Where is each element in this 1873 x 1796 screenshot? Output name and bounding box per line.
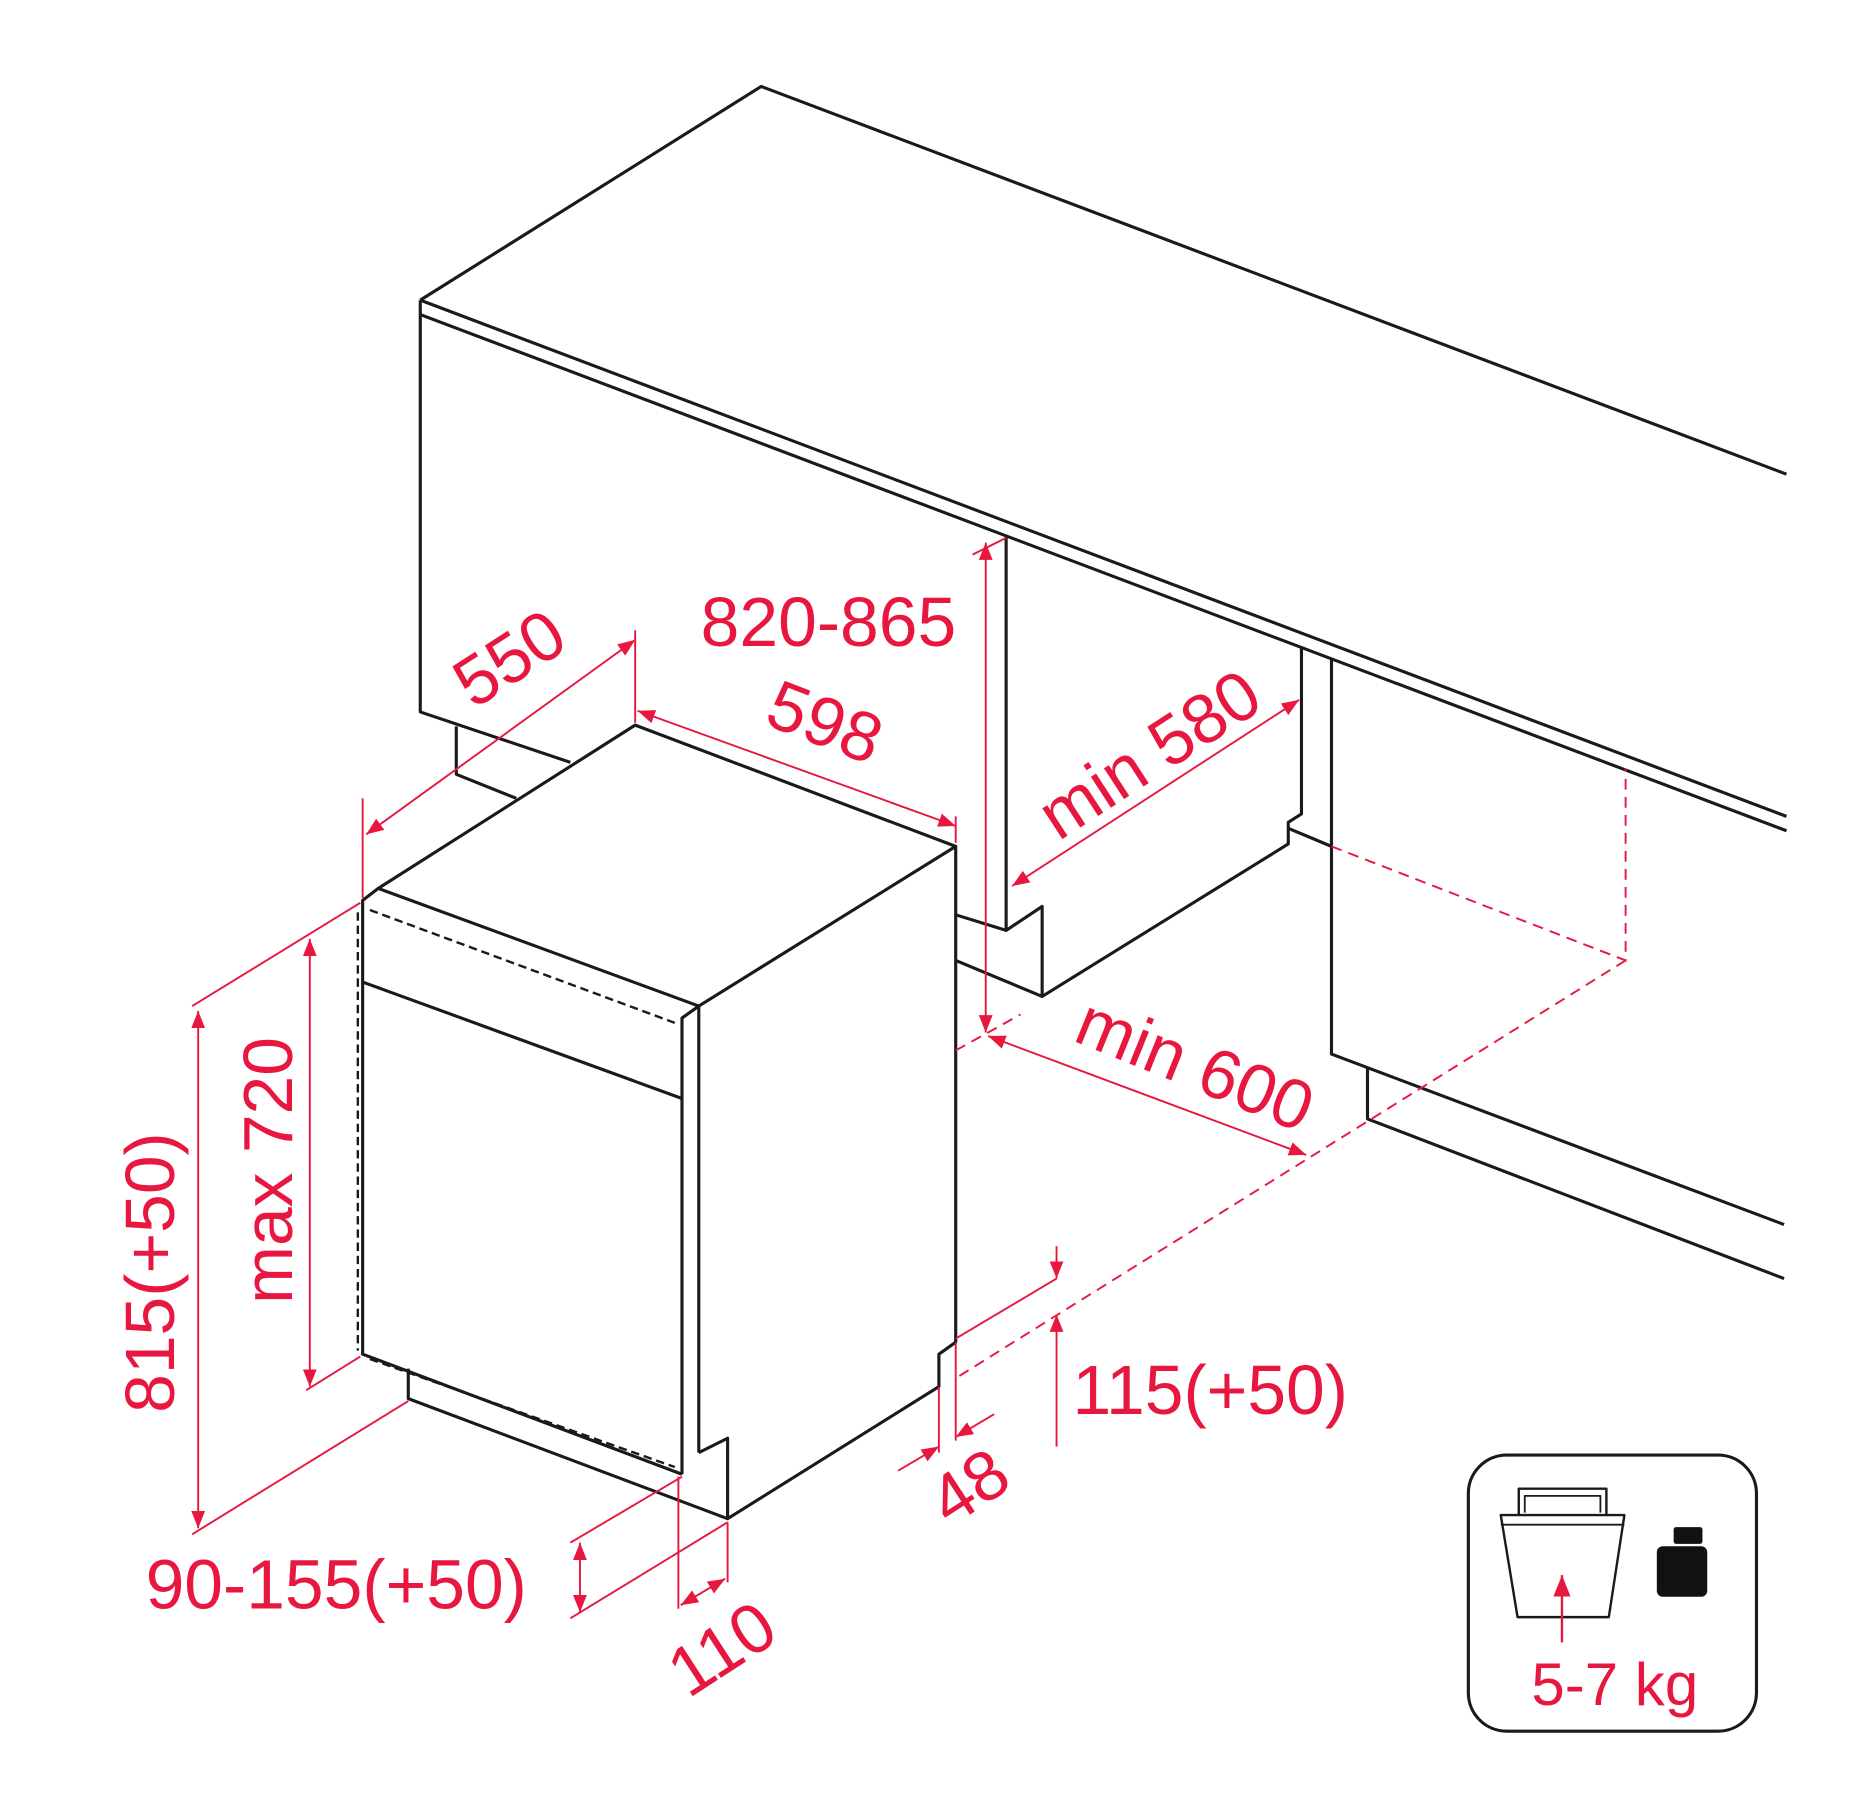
dishwasher — [356, 723, 958, 1521]
dim-115: 115(+50) — [1072, 1351, 1347, 1429]
dim-550: 550 — [439, 594, 579, 723]
countertop — [418, 84, 1788, 833]
weight-icon — [1656, 1527, 1708, 1597]
dim-815: 815(+50) — [111, 1132, 189, 1413]
dim-min-600: min 600 — [1066, 982, 1325, 1147]
niche-outline — [955, 768, 1627, 1380]
dim-820-865: 820-865 — [701, 583, 957, 661]
door-weight-box: 5-7 kg — [1466, 1453, 1759, 1733]
right-cabinet — [1287, 657, 1785, 1281]
door-weight-icon — [1499, 1487, 1626, 1643]
dim-48: 48 — [915, 1433, 1022, 1541]
door-weight-label: 5-7 kg — [1531, 1651, 1698, 1718]
dimension-lines — [191, 536, 1307, 1620]
dim-min-580: min 580 — [1024, 654, 1274, 854]
dim-max-720: max 720 — [229, 1037, 307, 1304]
dim-90-155: 90-155(+50) — [146, 1546, 527, 1624]
dim-110: 110 — [654, 1586, 790, 1712]
